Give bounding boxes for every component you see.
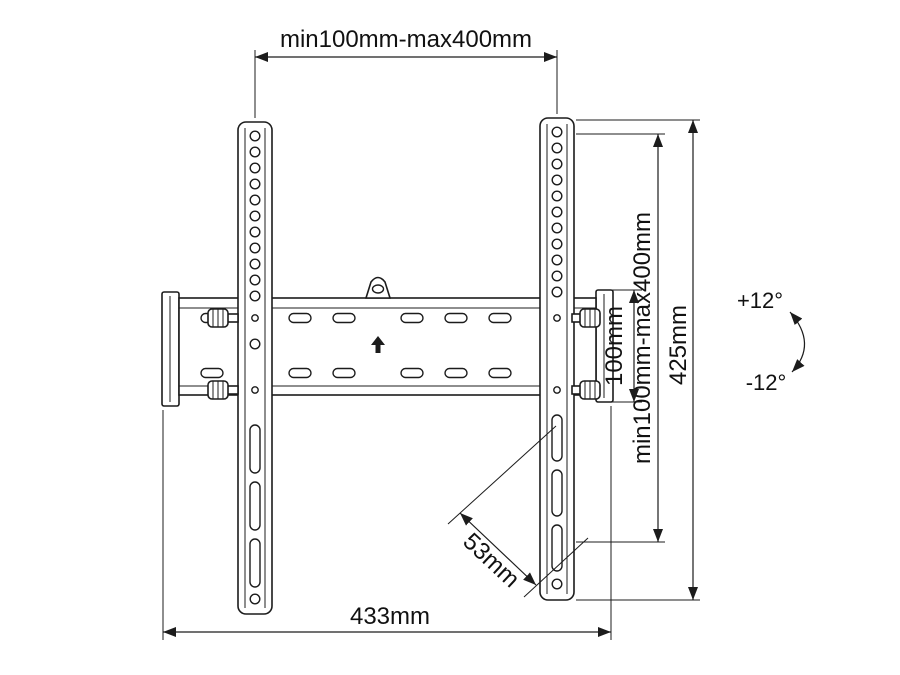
left-knob-lower bbox=[207, 380, 239, 400]
tilt-arc-arrow bbox=[789, 311, 806, 373]
dim-plate-height-label: 100mm bbox=[601, 306, 628, 386]
tilt-indicator: +12° -12° bbox=[737, 288, 806, 395]
left-rail-slots bbox=[249, 424, 261, 605]
right-knob-upper bbox=[571, 308, 601, 328]
hanging-hook bbox=[364, 276, 392, 299]
plate-slots-bottom bbox=[200, 367, 512, 379]
dim-overall-width-label: 433mm bbox=[350, 603, 430, 630]
right-rail-slots bbox=[551, 414, 563, 590]
right-rail-holes bbox=[551, 126, 563, 298]
left-rail bbox=[237, 121, 273, 615]
dim-top-width-label: min100mm-max400mm bbox=[280, 26, 532, 53]
right-rail bbox=[539, 117, 575, 601]
dim-top-width: min100mm-max400mm bbox=[254, 26, 558, 118]
tilt-up-label: +12° bbox=[737, 288, 783, 313]
right-knob-lower bbox=[571, 380, 601, 400]
up-arrow-icon bbox=[371, 336, 385, 353]
plate-slots-top bbox=[200, 312, 512, 324]
dim-vesa-vertical-label: min100mm-max400mm bbox=[629, 212, 656, 464]
tilt-down-label: -12° bbox=[746, 370, 787, 395]
left-rail-holes bbox=[249, 130, 261, 350]
dim-overall-width: 433mm bbox=[162, 406, 612, 640]
dim-plate-height: 100mm bbox=[600, 289, 642, 403]
dim-overall-height: 425mm bbox=[576, 119, 700, 601]
left-knob-upper bbox=[207, 308, 239, 328]
dim-overall-height-label: 425mm bbox=[665, 305, 692, 385]
dim-depth-label: 53mm bbox=[458, 528, 525, 593]
